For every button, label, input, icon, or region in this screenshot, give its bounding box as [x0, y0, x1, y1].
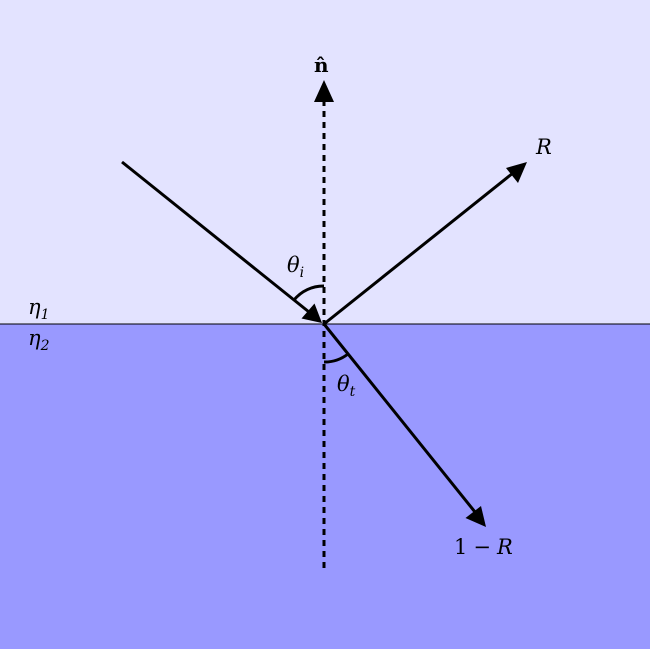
reflected-arrowhead-icon — [506, 162, 527, 183]
reflected-label: R — [535, 135, 552, 159]
upper-medium-region — [0, 0, 650, 324]
reflected-ray — [323, 171, 514, 326]
eta1-label: η1 — [28, 295, 50, 323]
transmitted-ray — [322, 323, 477, 513]
incident-angle-arc — [292, 284, 325, 301]
normal-arrowhead-icon — [314, 80, 334, 102]
incident-angle-label: θi — [287, 253, 304, 281]
normal-label: n̂ — [314, 53, 329, 77]
transmitted-arrowhead-icon — [465, 506, 486, 527]
eta2-label: η2 — [28, 326, 50, 354]
transmitted-angle-label: θt — [337, 372, 356, 400]
transmitted-label: 1−R — [454, 535, 513, 559]
transmitted-angle-arc — [323, 352, 349, 364]
incident-arrowhead-icon — [301, 303, 322, 323]
incident-ray — [121, 160, 310, 314]
